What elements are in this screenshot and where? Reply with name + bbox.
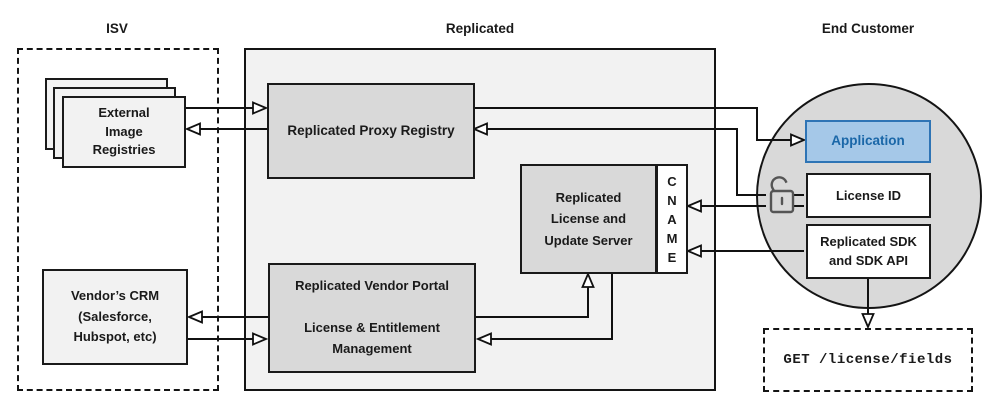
license-fields-request-node: GET /license/fields xyxy=(763,328,973,392)
external-image-registries-node: External Image Registries xyxy=(62,96,186,168)
replicated-vendor-portal-node: Replicated Vendor Portal License & Entit… xyxy=(268,263,476,373)
vendors-crm-node: Vendor’s CRM (Salesforce, Hubspot, etc) xyxy=(42,269,188,365)
replicated-proxy-registry-node: Replicated Proxy Registry xyxy=(267,83,475,179)
replicated-sdk-node: Replicated SDK and SDK API xyxy=(806,224,931,279)
section-label-replicated: Replicated xyxy=(445,21,515,36)
section-label-end-customer: End Customer xyxy=(821,21,915,36)
replicated-license-update-server-node: Replicated License and Update Server xyxy=(520,164,657,274)
section-label-isv: ISV xyxy=(106,21,128,36)
application-node: Application xyxy=(805,120,931,163)
cname-node: C N A M E xyxy=(656,164,688,274)
isv-boundary xyxy=(17,48,219,391)
license-id-node: License ID xyxy=(806,173,931,218)
